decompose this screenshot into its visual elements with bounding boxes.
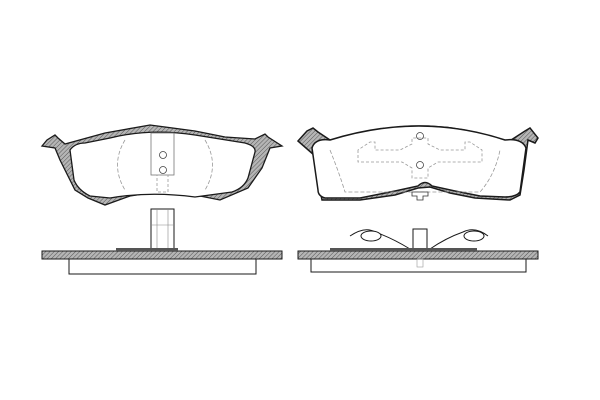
left-pad-front-view <box>40 124 284 206</box>
left-friction-material <box>69 131 256 199</box>
right-center-tab <box>411 191 429 201</box>
left-clip-tab <box>156 174 169 193</box>
right-side-tab <box>416 258 424 268</box>
left-dashed-outline <box>117 139 213 191</box>
right-side-friction <box>310 258 527 273</box>
left-pad-side-view <box>41 208 283 275</box>
left-hole-2 <box>159 166 167 174</box>
left-side-friction <box>68 258 257 275</box>
right-side-clip <box>412 228 428 250</box>
left-hole-1 <box>159 151 167 159</box>
left-side-plate <box>41 250 283 260</box>
left-side-shim <box>116 248 178 251</box>
right-hole-2 <box>416 161 424 169</box>
right-side-shim <box>330 248 477 251</box>
right-wire-loop-left <box>360 230 382 242</box>
right-pad-side-view <box>297 228 539 273</box>
right-wire-loop-right <box>463 230 485 242</box>
left-side-clip <box>150 208 175 250</box>
right-spring-clip <box>357 137 483 179</box>
right-hole-1 <box>416 132 424 140</box>
right-pad-front-view <box>296 125 539 201</box>
right-side-plate <box>297 250 539 260</box>
right-dashed-outline <box>329 149 501 193</box>
